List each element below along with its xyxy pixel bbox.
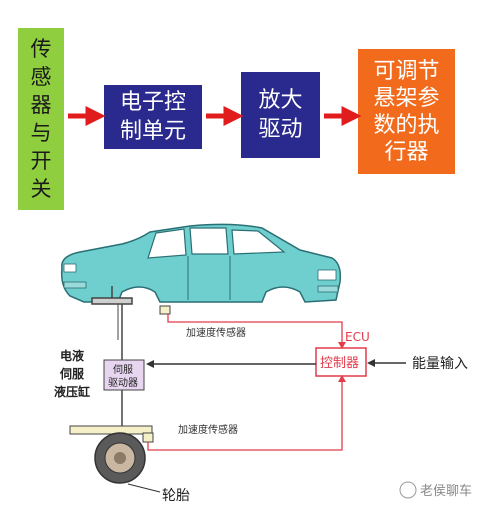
ecu-label: ECU [345, 330, 370, 344]
cylinder-line-2: 伺服 [59, 366, 85, 381]
servo-line-2: 驱动器 [108, 377, 138, 389]
servo-driver-label: 伺服 驱动器 [108, 363, 138, 389]
cylinder-line-1: 电液 [60, 348, 84, 363]
accel-sensor-bottom-label: 加速度传感器 [178, 423, 238, 436]
servo-line-1: 伺服 [113, 363, 133, 376]
wires [147, 314, 343, 451]
sensor-switch-box: 传 感 器 与 开 关 [18, 28, 64, 210]
controller-box [315, 347, 367, 377]
controller-label: 控制器 [320, 356, 359, 371]
car-body [60, 223, 342, 303]
bottom-sensor-pad [142, 432, 154, 443]
watermark-text: 老侯聊车 [420, 483, 472, 499]
ecu-unit-box: 电子控 制单元 [104, 85, 202, 149]
tire [94, 432, 146, 484]
tire-label: 轮胎 [162, 488, 190, 504]
servo-driver-box [103, 359, 145, 391]
axle-plate [69, 425, 153, 435]
top-sensor-pad [159, 305, 171, 315]
cylinder-line-3: 液压缸 [54, 384, 90, 399]
watermark: 老侯聊车 [399, 481, 472, 499]
cylinder-label: 电液 伺服 液压缸 [54, 348, 90, 399]
energy-input-label: 能量输入 [412, 356, 468, 372]
accel-sensor-top-label: 加速度传感器 [186, 326, 246, 339]
amp-drive-box: 放大 驱动 [241, 72, 320, 158]
suspension-strut [91, 286, 133, 426]
actuator-box: 可调节 悬架参 数的执 行器 [358, 49, 455, 174]
